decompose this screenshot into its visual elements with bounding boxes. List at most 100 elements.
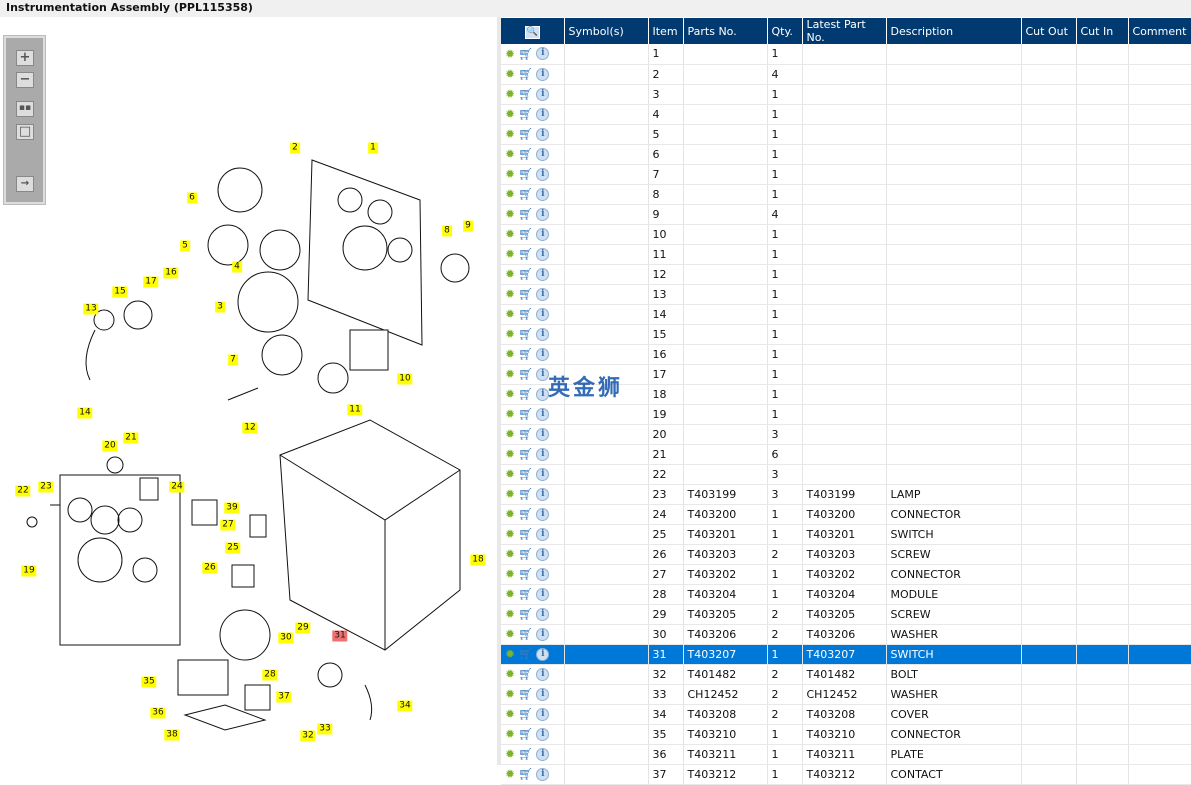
info-icon[interactable]: i	[536, 707, 550, 721]
callout-6[interactable]: 6	[187, 192, 197, 204]
gear-icon[interactable]: ✹	[505, 167, 516, 181]
info-icon[interactable]: i	[536, 127, 550, 141]
info-icon[interactable]: i	[536, 587, 550, 601]
gear-icon[interactable]: ✹	[505, 367, 516, 381]
callout-32[interactable]: 32	[300, 730, 316, 742]
cart-icon[interactable]: 🛒︎	[518, 587, 534, 601]
info-icon[interactable]: i	[536, 347, 550, 361]
info-icon[interactable]: i	[536, 507, 550, 521]
info-icon[interactable]: i	[536, 767, 550, 781]
callout-2[interactable]: 2	[290, 142, 300, 154]
gear-icon[interactable]: ✹	[505, 307, 516, 321]
callout-38[interactable]: 38	[164, 729, 180, 741]
cart-icon[interactable]: 🛒︎	[518, 567, 534, 581]
cart-icon[interactable]: 🛒︎	[518, 487, 534, 501]
splitter[interactable]	[497, 17, 501, 765]
info-icon[interactable]: i	[536, 267, 550, 281]
gear-icon[interactable]: ✹	[505, 87, 516, 101]
info-icon[interactable]: i	[536, 547, 550, 561]
gear-icon[interactable]: ✹	[505, 627, 516, 641]
column-symbols[interactable]: Symbol(s)	[564, 18, 649, 44]
info-icon[interactable]: i	[536, 287, 550, 301]
cart-icon[interactable]: 🛒︎	[518, 247, 534, 261]
callout-37[interactable]: 37	[276, 691, 292, 703]
info-icon[interactable]: i	[536, 627, 550, 641]
callout-10[interactable]: 10	[397, 373, 413, 385]
gear-icon[interactable]: ✹	[505, 487, 516, 501]
info-icon[interactable]: i	[536, 467, 550, 481]
callout-1[interactable]: 1	[368, 142, 378, 154]
callout-3[interactable]: 3	[215, 301, 225, 313]
cart-icon[interactable]: 🛒︎	[518, 347, 534, 361]
cart-icon[interactable]: 🛒︎	[518, 167, 534, 181]
actual-size-button[interactable]: □	[16, 124, 34, 140]
callout-39[interactable]: 39	[224, 502, 240, 514]
callout-23[interactable]: 23	[38, 481, 54, 493]
gear-icon[interactable]: ✹	[505, 127, 516, 141]
cart-icon[interactable]: 🛒︎	[518, 327, 534, 341]
gear-icon[interactable]: ✹	[505, 527, 516, 541]
callout-31[interactable]: 31	[332, 630, 348, 642]
info-icon[interactable]: i	[536, 307, 550, 321]
cart-icon[interactable]: 🛒︎	[518, 767, 534, 781]
gear-icon[interactable]: ✹	[505, 107, 516, 121]
cart-icon[interactable]: 🛒︎	[518, 727, 534, 741]
info-icon[interactable]: i	[536, 727, 550, 741]
info-icon[interactable]: i	[536, 407, 550, 421]
cart-icon[interactable]: 🛒︎	[518, 707, 534, 721]
callout-26[interactable]: 26	[202, 562, 218, 574]
column-description[interactable]: Description	[886, 18, 1022, 44]
callout-9[interactable]: 9	[463, 220, 473, 232]
callout-22[interactable]: 22	[15, 485, 31, 497]
gear-icon[interactable]: ✹	[505, 227, 516, 241]
gear-icon[interactable]: ✹	[505, 747, 516, 761]
gear-icon[interactable]: ✹	[505, 547, 516, 561]
info-icon[interactable]: i	[536, 367, 550, 381]
cart-icon[interactable]: 🛒︎	[518, 387, 534, 401]
column-cut-out[interactable]: Cut Out	[1021, 18, 1077, 44]
callout-24[interactable]: 24	[169, 481, 185, 493]
cart-icon[interactable]: 🛒︎	[518, 407, 534, 421]
column-qty[interactable]: Qty.	[767, 18, 803, 44]
callout-36[interactable]: 36	[150, 707, 166, 719]
gear-icon[interactable]: ✹	[505, 267, 516, 281]
gear-icon[interactable]: ✹	[505, 767, 516, 781]
callout-34[interactable]: 34	[397, 700, 413, 712]
gear-icon[interactable]: ✹	[505, 207, 516, 221]
column-latest-part-no[interactable]: Latest Part No.	[802, 18, 887, 44]
gear-icon[interactable]: ✹	[505, 707, 516, 721]
gear-icon[interactable]: ✹	[505, 247, 516, 261]
column-search[interactable]: 🔍	[501, 18, 565, 44]
column-item[interactable]: Item	[648, 18, 684, 44]
cart-icon[interactable]: 🛒︎	[518, 287, 534, 301]
callout-8[interactable]: 8	[442, 225, 452, 237]
callout-4[interactable]: 4	[232, 261, 242, 273]
info-icon[interactable]: i	[536, 667, 550, 681]
callout-12[interactable]: 12	[242, 422, 258, 434]
callout-7[interactable]: 7	[228, 354, 238, 366]
info-icon[interactable]: i	[536, 747, 550, 761]
gear-icon[interactable]: ✹	[505, 287, 516, 301]
callout-16[interactable]: 16	[163, 267, 179, 279]
gear-icon[interactable]: ✹	[505, 567, 516, 581]
gear-icon[interactable]: ✹	[505, 727, 516, 741]
cart-icon[interactable]: 🛒︎	[518, 46, 534, 61]
